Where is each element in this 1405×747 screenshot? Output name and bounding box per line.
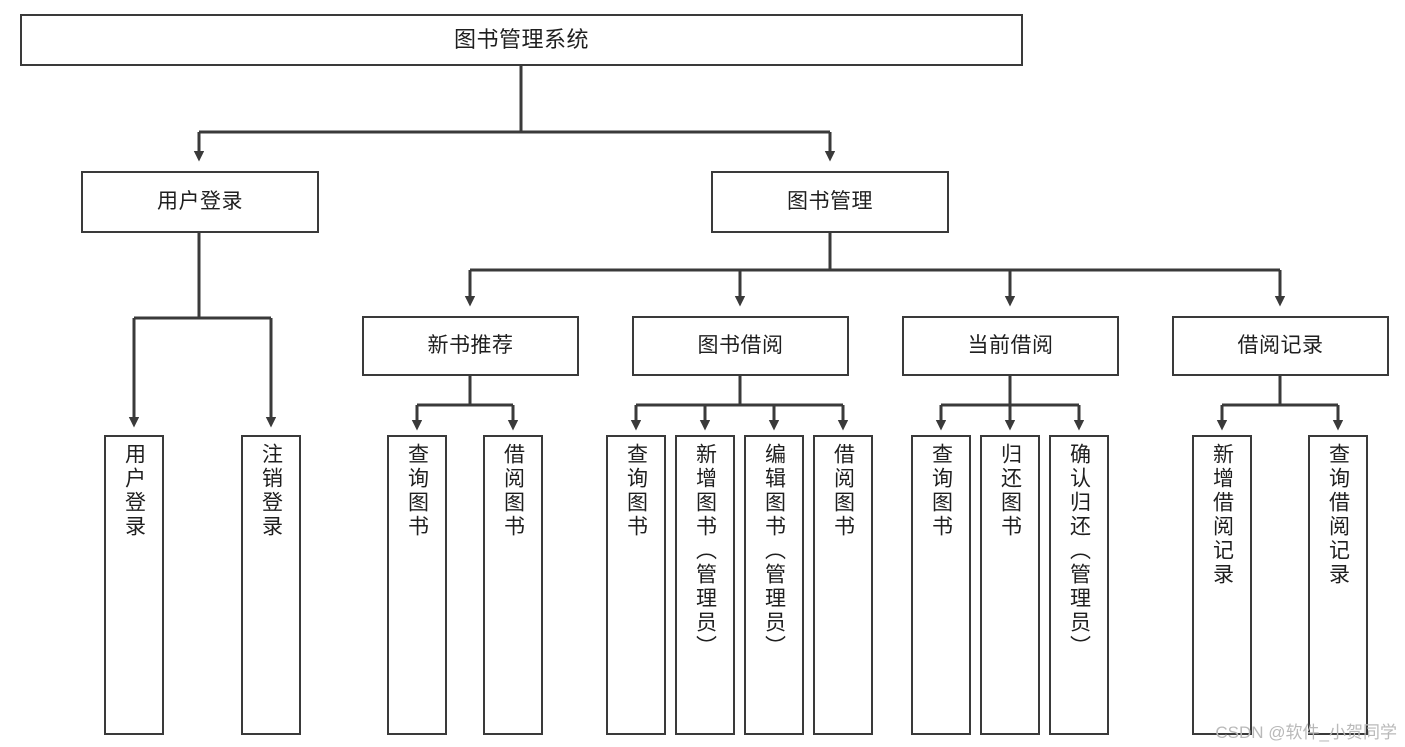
node-label: 图书借阅	[697, 333, 784, 357]
node-label: 归还图书	[998, 443, 1022, 539]
node-label: 借阅记录	[1237, 333, 1324, 357]
node-label: 新增图书（管理员）	[693, 443, 717, 659]
node-label: 借阅图书	[501, 443, 525, 539]
node-book-borrow[interactable]: 图书借阅	[632, 316, 849, 376]
leaf-edit-book-admin[interactable]: 编辑图书（管理员）	[744, 435, 804, 735]
node-label: 查询图书	[624, 443, 648, 539]
node-label: 当前借阅	[967, 333, 1054, 357]
leaf-add-book-admin[interactable]: 新增图书（管理员）	[675, 435, 735, 735]
leaf-return-book[interactable]: 归还图书	[980, 435, 1040, 735]
leaf-confirm-return-admin[interactable]: 确认归还（管理员）	[1049, 435, 1109, 735]
leaf-query-book-current[interactable]: 查询图书	[911, 435, 971, 735]
node-label: 图书管理系统	[453, 27, 589, 53]
node-book-management[interactable]: 图书管理	[711, 171, 949, 233]
leaf-query-borrow-record[interactable]: 查询借阅记录	[1308, 435, 1368, 735]
node-label: 查询图书	[929, 443, 953, 539]
node-new-book-recommend[interactable]: 新书推荐	[362, 316, 579, 376]
node-label: 新书推荐	[427, 333, 514, 357]
leaf-user-login[interactable]: 用户登录	[104, 435, 164, 735]
leaf-query-book-borrow[interactable]: 查询图书	[606, 435, 666, 735]
node-label: 用户登录	[122, 443, 146, 539]
leaf-borrow-book-recommend[interactable]: 借阅图书	[483, 435, 543, 735]
node-label: 图书管理	[787, 189, 873, 213]
node-current-borrow[interactable]: 当前借阅	[902, 316, 1119, 376]
node-label: 查询借阅记录	[1326, 443, 1350, 587]
node-label: 新增借阅记录	[1210, 443, 1234, 587]
node-label: 借阅图书	[831, 443, 855, 539]
node-label: 编辑图书（管理员）	[762, 443, 786, 659]
node-user-login[interactable]: 用户登录	[81, 171, 319, 233]
node-label: 确认归还（管理员）	[1067, 443, 1091, 659]
node-label: 用户登录	[157, 189, 243, 213]
node-root-system[interactable]: 图书管理系统	[20, 14, 1023, 66]
leaf-query-book-recommend[interactable]: 查询图书	[387, 435, 447, 735]
node-borrow-record[interactable]: 借阅记录	[1172, 316, 1389, 376]
csdn-watermark: CSDN @软件_小贺同学	[1215, 723, 1397, 742]
node-label: 查询图书	[405, 443, 429, 539]
leaf-borrow-book[interactable]: 借阅图书	[813, 435, 873, 735]
leaf-logout[interactable]: 注销登录	[241, 435, 301, 735]
node-label: 注销登录	[259, 443, 283, 539]
leaf-add-borrow-record[interactable]: 新增借阅记录	[1192, 435, 1252, 735]
